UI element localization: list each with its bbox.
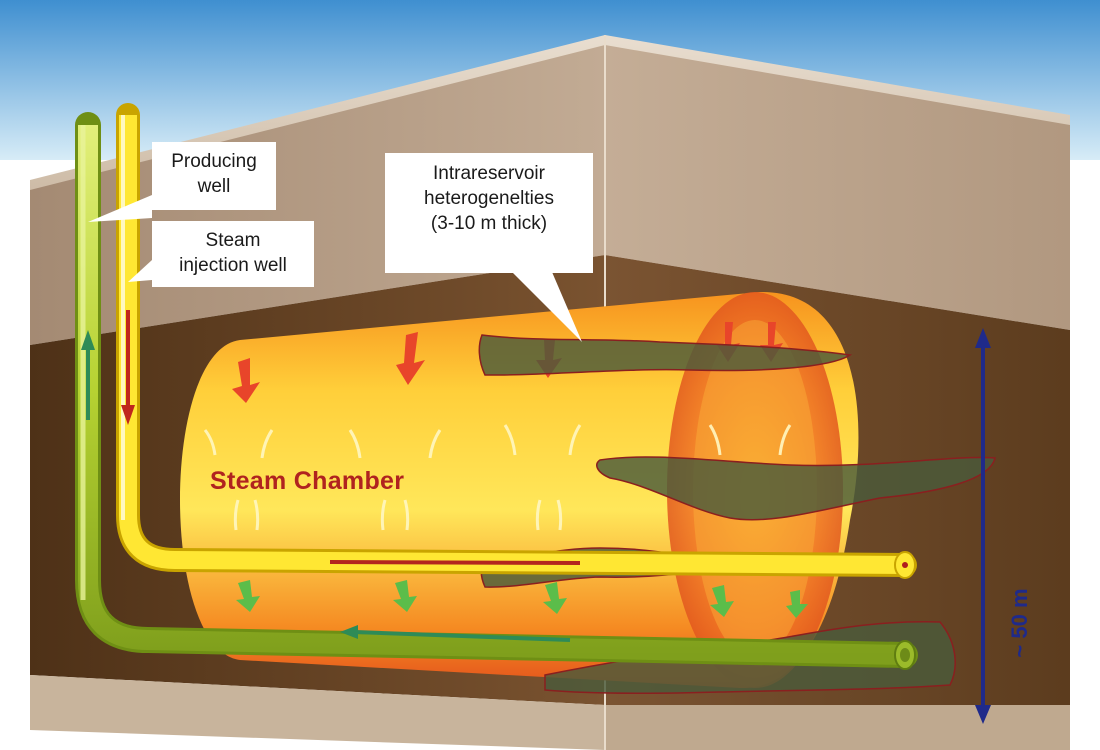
drainage-arrow [710, 585, 734, 617]
producing-well-end-hole [900, 648, 910, 662]
steam-streak [403, 499, 410, 531]
injection-flow-line [329, 560, 581, 565]
drainage-arrows [236, 580, 808, 618]
steam-streak [253, 499, 260, 531]
steam-injection-well-callout: Steam injection well [152, 221, 314, 287]
steam-streaks [203, 424, 792, 531]
heterogeneity-pointer [512, 272, 582, 342]
steam-streak [203, 429, 217, 456]
steam-streak [568, 424, 582, 456]
steam-streak [380, 499, 387, 531]
heterogeneity-label-line1: Intrareservoir [433, 163, 545, 184]
production-up-arrowhead [81, 330, 95, 350]
producing-well-callout: Producing well [152, 142, 276, 210]
production-flow-arrow [354, 630, 571, 642]
thickness-scale-arrow-bottom [975, 705, 991, 724]
producing-well-label-line2: well [197, 176, 231, 197]
steam-streak [428, 429, 442, 459]
producing-well-label-line1: Producing [171, 151, 257, 172]
heat-arrow [396, 332, 425, 385]
heterogeneity-label-line2: heterogenelties [424, 188, 554, 209]
heterogeneity-lens-upper [478, 334, 853, 376]
steam-injection-well-label-line1: Steam [205, 230, 261, 251]
steam-streak [778, 424, 792, 456]
drainage-arrow [786, 590, 808, 618]
drainage-arrow [393, 580, 417, 612]
injection-well-pointer [128, 260, 152, 282]
overburden-right-face [605, 45, 1070, 330]
heterogeneity-callout: Intrareservoir heterogenelties (3-10 m t… [385, 153, 593, 273]
ground-surface [30, 35, 1070, 193]
base-layer-left [30, 675, 605, 750]
steam-streak [233, 499, 240, 531]
steam-chamber-label: Steam Chamber [210, 467, 405, 495]
injection-down-arrowhead [121, 405, 135, 425]
heat-arrow [232, 358, 260, 403]
injection-well-end-hole [902, 562, 908, 568]
heterogeneity-label-line3: (3-10 m thick) [430, 213, 548, 234]
steam-injection-well [119, 115, 906, 574]
production-flow-arrowhead [340, 625, 358, 639]
drainage-arrow [543, 582, 567, 614]
base-layer-right [605, 705, 1070, 750]
producing-well-pointer [88, 195, 152, 222]
steam-streak [556, 499, 563, 531]
well-flow-arrows [81, 310, 571, 642]
steam-streak [503, 424, 517, 456]
heterogeneity-lens-middle [596, 456, 996, 521]
producing-well [78, 125, 906, 665]
steam-streak [535, 499, 542, 531]
steam-injection-well-label-line2: injection well [179, 255, 287, 276]
thickness-scale-arrow-top [975, 328, 991, 348]
thickness-scale-label: ~ 50 m [1007, 588, 1032, 658]
steam-streak [708, 424, 722, 456]
drainage-arrow [236, 580, 260, 612]
steam-streak [348, 429, 362, 459]
steam-streak [260, 429, 274, 459]
